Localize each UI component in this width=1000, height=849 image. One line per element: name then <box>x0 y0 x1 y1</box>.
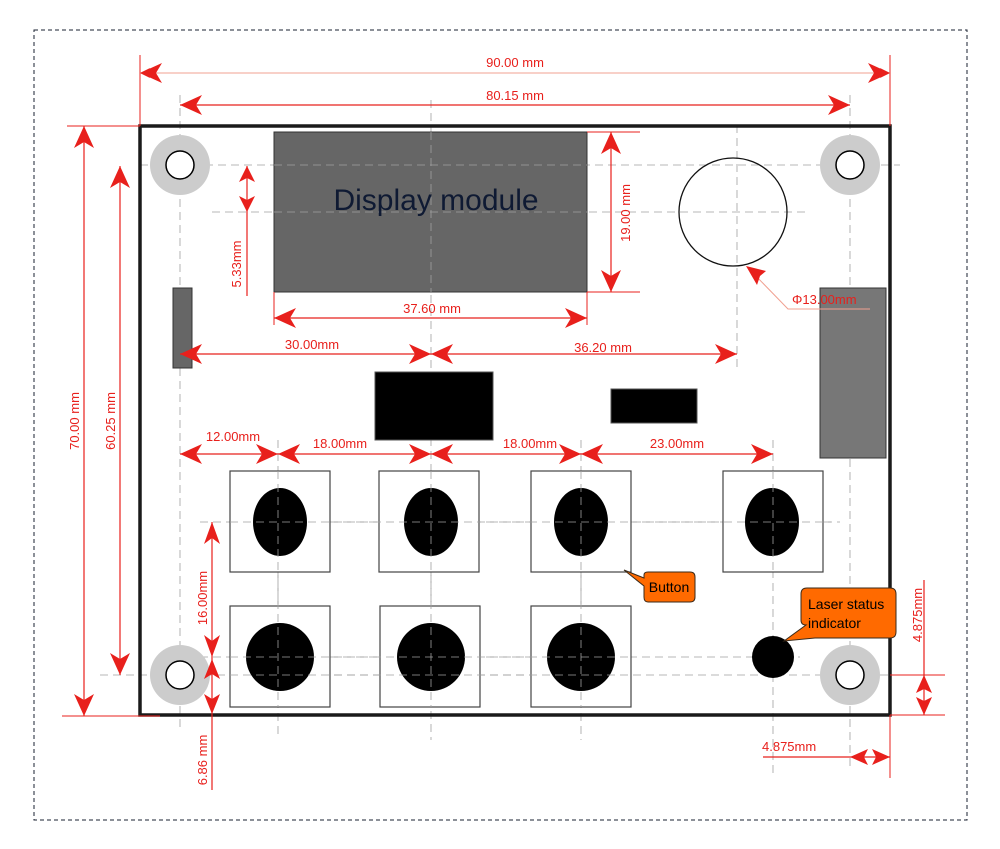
dim-display-width: 37.60 mm <box>273 292 588 328</box>
dim-hole-offset-x: 4.875mm <box>762 715 891 778</box>
dim-board-width: 90.00 mm <box>139 55 891 126</box>
chip-small <box>610 388 698 424</box>
laser-status-led <box>752 636 794 678</box>
dim-display-width-label: 37.60 mm <box>403 301 461 316</box>
button-6 <box>379 605 481 708</box>
dim-center-to-buzzer: 36.20 mm <box>431 340 737 364</box>
buzzer-outline <box>678 157 788 267</box>
dim-btn-gap-4: 23.00mm <box>581 436 773 464</box>
board-outline <box>138 124 892 717</box>
callout-button-label: Button <box>649 579 689 595</box>
dim-center-to-buzzer-label: 36.20 mm <box>574 340 632 355</box>
dim-hole-span-y: 60.25 mm <box>103 166 130 675</box>
mount-hole-top-left <box>150 135 210 195</box>
connector-left <box>172 287 193 369</box>
mount-hole-top-right <box>820 135 880 195</box>
callout-laser-line1: Laser status <box>808 596 884 612</box>
dim-btn-gap-4-label: 23.00mm <box>650 436 704 451</box>
dim-btn-gap-1: 12.00mm <box>180 429 278 464</box>
dim-btn-bottom-offset: 6.86 mm <box>195 657 220 790</box>
dim-left-to-center: 30.00mm <box>180 337 431 364</box>
connector-right <box>819 287 887 459</box>
chip-large <box>374 371 494 441</box>
button-guides <box>230 471 831 707</box>
dim-hole-span-x-label: 80.15 mm <box>486 88 544 103</box>
dim-board-height: 70.00 mm <box>62 125 160 717</box>
dim-display-offset-label: 5.33mm <box>229 241 244 288</box>
dim-board-height-label: 70.00 mm <box>67 392 82 450</box>
dim-hole-span-x: 80.15 mm <box>180 88 850 115</box>
dim-buzzer-diameter-label: Φ13.00mm <box>792 292 857 307</box>
dim-btn-row-pitch: 16.00mm <box>195 522 220 657</box>
dim-btn-row-pitch-label: 16.00mm <box>195 571 210 625</box>
dim-board-width-label: 90.00 mm <box>486 55 544 70</box>
callout-laser-status: Laser status indicator <box>782 587 897 642</box>
dim-display-height: 19.00 mm <box>587 131 640 293</box>
dim-btn-gap-2-label: 18.00mm <box>313 436 367 451</box>
button-5 <box>229 605 331 708</box>
dim-display-height-label: 19.00 mm <box>618 184 633 242</box>
dim-display-offset: 5.33mm <box>229 166 255 296</box>
dim-btn-gap-1-label: 12.00mm <box>206 429 260 444</box>
dim-buzzer-diameter: Φ13.00mm <box>746 266 870 310</box>
display-module-label: Display module <box>333 184 538 217</box>
dim-btn-bottom-offset-label: 6.86 mm <box>195 735 210 786</box>
button-1 <box>229 470 331 573</box>
dim-left-to-center-label: 30.00mm <box>285 337 339 352</box>
dim-hole-offset-y: 4.875mm <box>890 580 945 716</box>
dim-btn-gap-3-label: 18.00mm <box>503 436 557 451</box>
dim-btn-gap-3: 18.00mm <box>431 436 581 464</box>
dim-hole-span-y-label: 60.25 mm <box>103 392 118 450</box>
dim-hole-offset-x-label: 4.875mm <box>762 739 816 754</box>
dim-hole-offset-y-label: 4.875mm <box>910 588 925 642</box>
callout-button: Button <box>623 569 696 603</box>
dim-btn-gap-2: 18.00mm <box>278 436 431 464</box>
mount-hole-bottom-right <box>820 645 880 705</box>
mount-hole-bottom-left <box>150 645 210 705</box>
callout-laser-line2: indicator <box>808 615 861 631</box>
button-2 <box>378 470 480 573</box>
